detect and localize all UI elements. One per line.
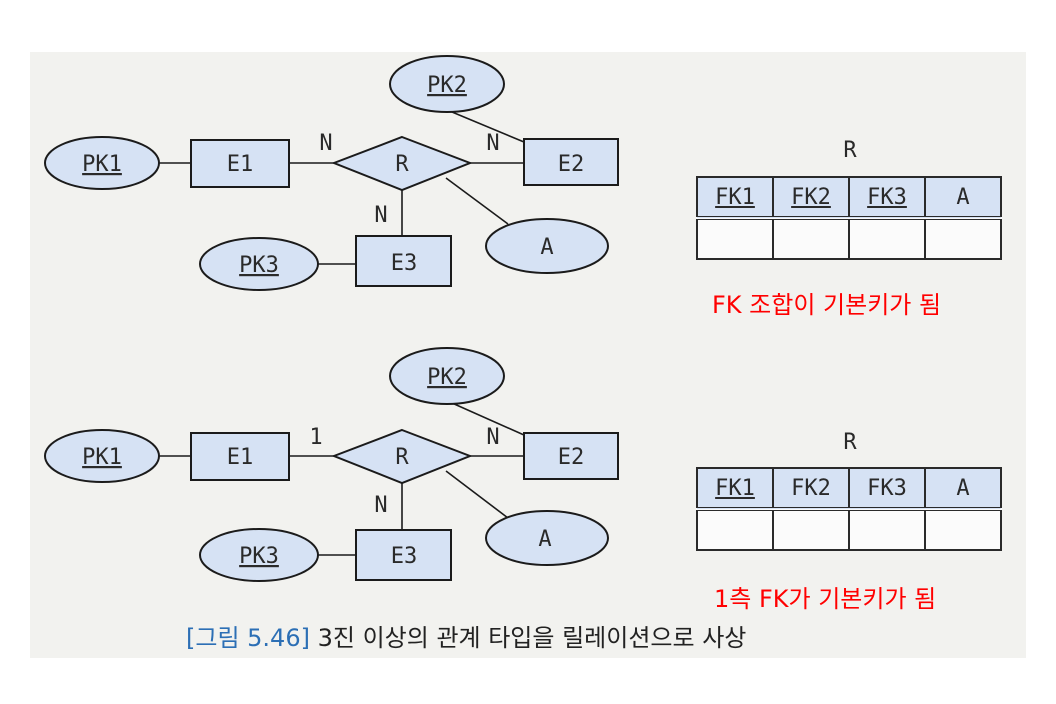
empty-cell (848, 508, 926, 551)
column-label: FK3 (867, 475, 907, 501)
column-header-fk1: FK1 (696, 176, 774, 219)
cardinality-e3: N (374, 493, 387, 518)
edge-r-a (445, 177, 509, 225)
e1-entity-box (190, 139, 290, 188)
empty-cell (848, 217, 926, 260)
pk2-attribute-ellipse (389, 347, 505, 405)
cardinality-e3: N (374, 203, 387, 228)
e3-entity-box (355, 235, 452, 287)
pk3-attribute-ellipse (199, 528, 319, 582)
column-label: FK2 (791, 475, 831, 501)
a-attribute-ellipse (485, 218, 609, 274)
pk2-label: PK2 (427, 73, 467, 98)
e2-label: E2 (558, 445, 585, 470)
r-label: R (395, 152, 409, 177)
e2-label: E2 (558, 152, 585, 177)
r-relationship-diamond (331, 428, 473, 485)
cardinality-e2: N (486, 131, 499, 156)
relation-table-top: FK1 FK2 FK3 A (696, 176, 1002, 260)
pk3-attribute-ellipse (199, 237, 319, 291)
column-header-fk2: FK2 (772, 467, 850, 510)
caption-label: [그림 5.46] (186, 624, 310, 652)
column-label: A (956, 475, 970, 501)
figure-caption: [그림 5.46] 3진 이상의 관계 타입을 릴레이션으로 사상 (186, 618, 746, 653)
pk2-attribute-ellipse (389, 55, 505, 113)
column-header-fk3: FK3 (848, 467, 926, 510)
pk1-label: PK1 (82, 152, 122, 177)
relation-table-bottom: FK1 FK2 FK3 A (696, 467, 1002, 551)
e1-label: E1 (227, 152, 254, 177)
empty-cell (696, 508, 774, 551)
a-attribute-ellipse (485, 510, 609, 566)
empty-cell (696, 217, 774, 260)
e1-label: E1 (227, 445, 254, 470)
a-label: A (538, 527, 551, 552)
column-label: FK3 (867, 184, 907, 210)
cardinality-e2: N (486, 425, 499, 450)
relation-title-top: R (843, 138, 857, 163)
e2-entity-box (523, 138, 619, 186)
edge-pk2-e2 (451, 111, 525, 143)
e1-entity-box (190, 432, 290, 481)
note-bottom: 1측 FK가 기본키가 됨 (714, 585, 937, 613)
empty-cell (772, 508, 850, 551)
column-label: A (956, 184, 970, 210)
column-header-a: A (924, 467, 1002, 510)
e3-label: E3 (391, 251, 418, 276)
r-relationship-diamond (331, 135, 473, 192)
pk1-attribute-ellipse (44, 429, 160, 483)
e2-entity-box (523, 432, 619, 480)
column-header-a: A (924, 176, 1002, 219)
empty-cell (924, 508, 1002, 551)
pk3-label: PK3 (239, 253, 279, 278)
column-label: FK2 (791, 184, 831, 210)
empty-cell (772, 217, 850, 260)
edge-pk2-e2 (451, 402, 525, 436)
e3-label: E3 (391, 544, 418, 569)
e3-entity-box (355, 529, 452, 581)
er-diagram-bottom: PK1 E1 1 R N PK2 E2 N E3 PK3 A (44, 347, 619, 582)
a-label: A (540, 235, 553, 260)
pk3-label: PK3 (239, 544, 279, 569)
column-label: FK1 (715, 475, 755, 501)
note-top: FK 조합이 기본키가 됨 (712, 291, 942, 319)
column-header-fk3: FK3 (848, 176, 926, 219)
pk1-label: PK1 (82, 445, 122, 470)
r-label: R (395, 445, 409, 470)
pk1-attribute-ellipse (44, 136, 160, 190)
cardinality-e1: N (319, 131, 332, 156)
column-header-fk2: FK2 (772, 176, 850, 219)
relation-title-bottom: R (843, 430, 857, 455)
empty-cell (924, 217, 1002, 260)
column-header-fk1: FK1 (696, 467, 774, 510)
caption-text: 3진 이상의 관계 타입을 릴레이션으로 사상 (317, 624, 747, 652)
edge-r-a (445, 470, 509, 519)
er-diagram-top: PK1 E1 N R N PK2 E2 N E3 PK3 A (44, 55, 619, 291)
cardinality-e1: 1 (309, 425, 322, 450)
pk2-label: PK2 (427, 365, 467, 390)
column-label: FK1 (715, 184, 755, 210)
